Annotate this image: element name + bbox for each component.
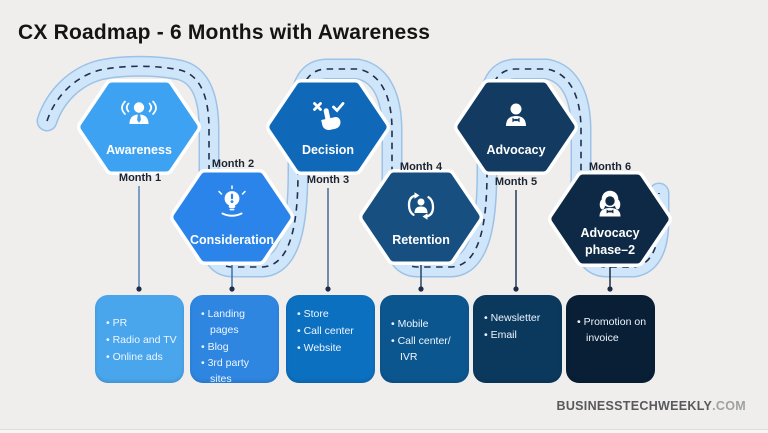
card-advocacy-phase-2: Promotion on invoice: [566, 295, 655, 383]
month-label-3: Month 3: [307, 174, 349, 186]
stage-name: Retention: [392, 233, 450, 247]
road: [36, 55, 670, 278]
advocate-icon: [506, 103, 526, 126]
card-item: Landing pages: [201, 307, 272, 339]
card-item-list: Landing pages Blog 3rd party sites: [201, 307, 272, 388]
announcer-icon: [121, 100, 157, 124]
month-label-5: Month 5: [495, 176, 537, 188]
stage-advocacy: Advocacy: [454, 79, 578, 175]
connector-dot-4: [418, 286, 424, 292]
page-title: CX Roadmap - 6 Months with Awareness: [18, 21, 431, 44]
card-consideration: Landing pages Blog 3rd party sites: [190, 295, 279, 385]
hexagon: [457, 82, 575, 172]
connector-dot-3: [325, 286, 331, 292]
hexagon: [173, 172, 291, 262]
brand-logo: BUSINESSTECHWEEKLY.COM: [557, 399, 747, 413]
card-decision: Store Call center Website: [286, 295, 375, 383]
retention-icon: [407, 192, 435, 220]
month-label-2: Month 2: [212, 158, 254, 170]
stage-advocacy-phase-2: Advocacy phase–2: [548, 171, 672, 267]
stage-name: Decision: [302, 143, 354, 157]
month-label-1: Month 1: [119, 172, 161, 184]
card-item: Mobile: [391, 317, 462, 333]
stage-name: Awareness: [106, 143, 172, 157]
card-item: Store: [297, 307, 368, 323]
card-item: PR: [106, 316, 177, 332]
connector-dot-5: [513, 286, 519, 292]
card-item: Newsletter: [484, 311, 555, 327]
card-item-list: Mobile Call center/ IVR: [391, 317, 462, 365]
card-item: Email: [484, 328, 555, 344]
card-item-list: Newsletter Email: [484, 311, 555, 344]
connector-dot-6: [607, 286, 613, 292]
stage-name: Consideration: [190, 233, 274, 247]
connector-dot-2: [229, 286, 235, 292]
card-item-list: Store Call center Website: [297, 307, 368, 356]
choice-hand-icon: [313, 102, 345, 131]
idea-icon: [218, 185, 246, 217]
brand-name: BUSINESSTECHWEEKLY: [556, 399, 713, 413]
card-item: Blog: [201, 340, 272, 356]
card-item: Call center/ IVR: [391, 334, 462, 366]
road-dashes: [46, 65, 660, 268]
card-item: Promotion on invoice: [577, 315, 648, 347]
stage-decision: Decision: [266, 79, 390, 175]
card-advocacy: Newsletter Email: [473, 295, 562, 383]
card-item: Website: [297, 341, 368, 357]
card-retention: Mobile Call center/ IVR: [380, 295, 469, 383]
bottom-strip: [0, 429, 768, 433]
hexagon: [80, 82, 198, 172]
stage-retention: Retention: [359, 169, 483, 265]
card-item: Radio and TV: [106, 333, 177, 349]
card-awareness: PR Radio and TV Online ads: [95, 295, 184, 383]
month-label-4: Month 4: [400, 161, 443, 173]
hexagon: [551, 174, 669, 264]
hexagon: [362, 172, 480, 262]
stage-name: Advocacy: [486, 143, 545, 157]
brand-suffix: .COM: [712, 399, 746, 413]
card-item: Online ads: [106, 350, 177, 366]
connector-dot-1: [136, 286, 142, 292]
advocate-woman-icon: [599, 190, 621, 217]
stage-awareness: Awareness: [77, 79, 201, 175]
card-item: 3rd party sites: [201, 356, 272, 388]
stage-name-line2: phase–2: [585, 243, 635, 257]
card-item-list: PR Radio and TV Online ads: [106, 316, 177, 365]
stage-consideration: Consideration: [170, 169, 294, 265]
month-label-6: Month 6: [589, 161, 631, 173]
stage-name-line1: Advocacy: [580, 226, 639, 240]
card-item-list: Promotion on invoice: [577, 315, 648, 347]
card-item: Call center: [297, 324, 368, 340]
